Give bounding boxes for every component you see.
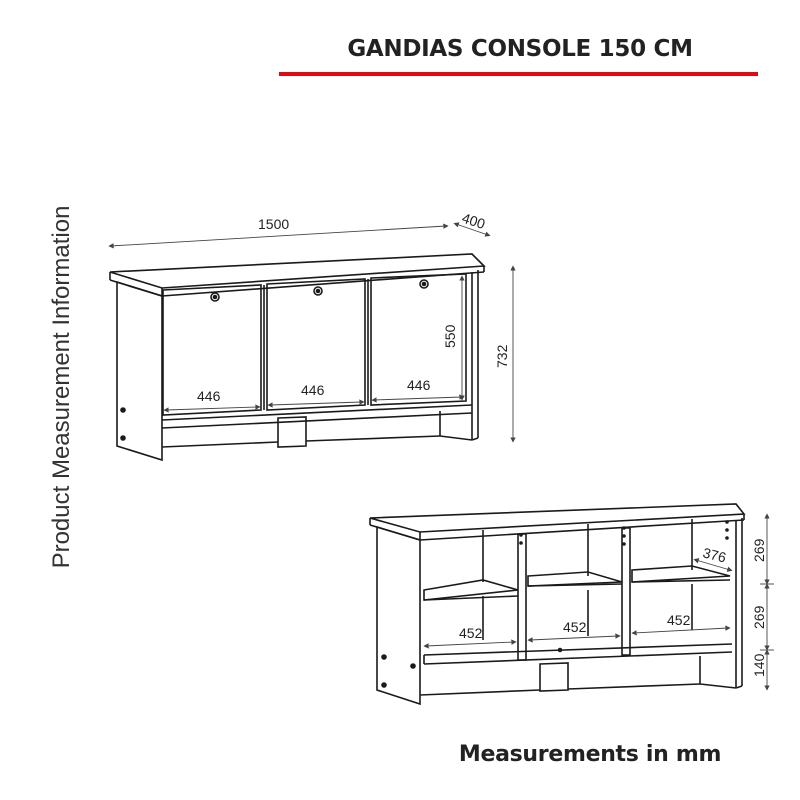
dim-compartment-top: 269 [751, 538, 767, 562]
dim-width: 1500 [258, 216, 289, 232]
open-divider-left [517, 533, 527, 661]
front-door-right [370, 273, 467, 406]
dim-door-height: 550 [442, 324, 458, 348]
dim-shelf-width-2: 452 [563, 619, 587, 635]
page-title: GANDIAS CONSOLE 150 CM [347, 36, 693, 62]
closed-view-dimensions [108, 222, 516, 443]
front-left-side-panel [116, 280, 163, 462]
open-middle-shelf-2 [527, 571, 623, 587]
dim-shelf-depth: 376 [701, 544, 728, 565]
front-door-left [162, 284, 262, 416]
dim-depth: 400 [460, 210, 487, 233]
open-view-dimensions [423, 513, 774, 691]
open-left-side-panel [376, 525, 421, 706]
dim-door-width-2: 446 [301, 382, 325, 398]
dim-door-width-1: 446 [197, 388, 221, 404]
front-door-middle [266, 278, 366, 411]
open-middle-shelf-1 [423, 579, 519, 601]
closed-console-drawing [109, 253, 486, 462]
front-center-support [277, 416, 307, 448]
dim-shelf-width-1: 452 [459, 625, 483, 641]
open-console-drawing [369, 503, 746, 706]
dim-compartment-middle: 269 [751, 605, 767, 629]
title-underline [279, 72, 758, 76]
open-divider-right [621, 527, 631, 656]
dim-door-width-3: 446 [407, 377, 431, 393]
open-center-support [539, 662, 569, 692]
dim-total-height: 732 [494, 344, 510, 368]
dim-shelf-width-3: 452 [667, 612, 691, 628]
units-note: Measurements in mm [458, 742, 722, 767]
open-middle-shelf-3 [631, 565, 731, 583]
dim-plinth-height: 140 [751, 653, 767, 677]
open-top-board [369, 503, 746, 533]
